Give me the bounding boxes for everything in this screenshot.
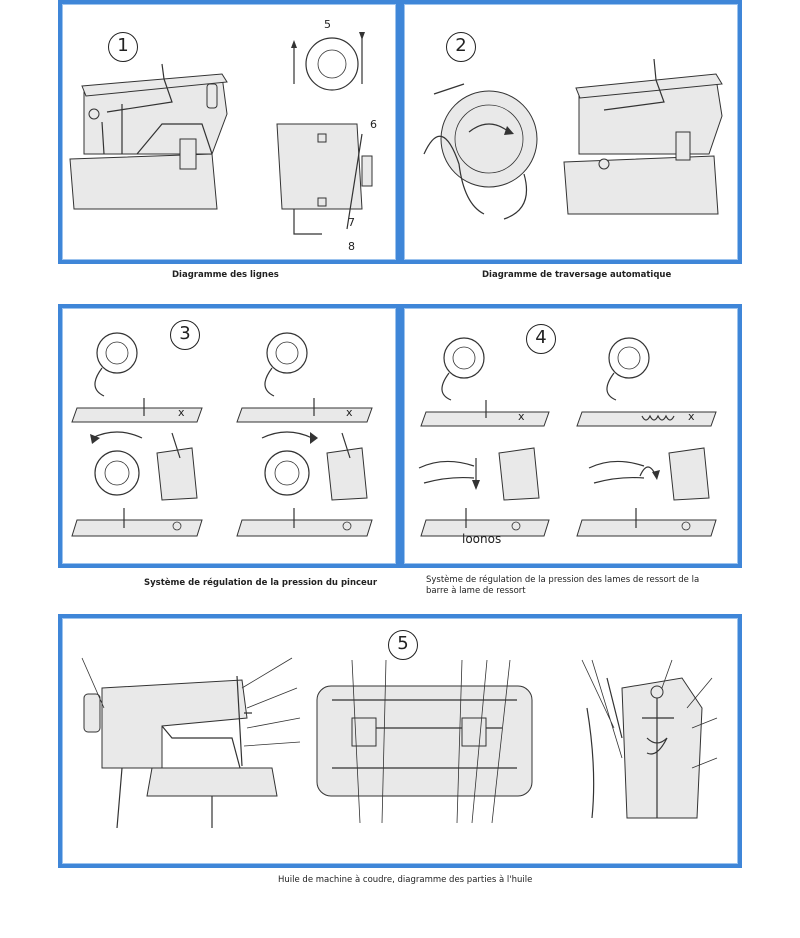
caption-oiling: Huile de machine à coudre, diagramme des…: [278, 875, 533, 885]
x-mark-left: x: [178, 406, 185, 419]
fabric-top-right: [236, 398, 373, 423]
fabric-row-bottom: [420, 508, 717, 537]
bobbin-case-left: [441, 337, 485, 401]
hand-turning-wheel-drawing: [423, 83, 538, 220]
x-mark-right: x: [346, 406, 353, 419]
caption-threading: Diagramme des lignes: [172, 270, 279, 280]
panel-oiling-diagram: 5: [58, 614, 742, 868]
spring-blade-illustration: [418, 337, 717, 537]
step-label-5: 5: [324, 18, 331, 31]
step-number-5: 5: [388, 630, 418, 660]
adjust-right: [261, 431, 368, 501]
panel-text-label: loonos: [462, 532, 502, 546]
needle-bar-drawing: [276, 123, 373, 235]
hand-adjust-left: [418, 447, 540, 501]
step-label-6: 6: [370, 118, 377, 131]
step-label-7: 7: [348, 216, 355, 229]
caption-presser-pressure: Système de régulation de la pression du …: [144, 578, 378, 588]
oiling-illustration: [81, 657, 718, 829]
step-label-8: 8: [348, 240, 355, 253]
x-mark-right-4: x: [688, 410, 695, 423]
machine-underside-view: [316, 659, 533, 824]
hand-adjust-right: [588, 447, 710, 501]
step-number-4: 4: [526, 324, 556, 354]
sewing-machine-drawing-2: [563, 58, 723, 215]
adjust-left: [90, 431, 198, 501]
panel-spring-blade-pressure: 4: [400, 304, 742, 568]
caption-auto-threading: Diagramme de traversage automatique: [482, 270, 672, 280]
presser-pressure-illustration: [71, 332, 373, 537]
threading-illustration: [69, 32, 373, 235]
bobbin-case-right: [606, 337, 650, 401]
fabric-row-top: [420, 400, 717, 427]
bobbin-case-top-left: [94, 332, 138, 397]
needle-bar-mechanism-view: [581, 659, 718, 819]
machine-side-view: [81, 657, 301, 829]
bobbin-winder-drawing: [291, 32, 365, 91]
x-mark-left-4: x: [518, 410, 525, 423]
panel-auto-threading-diagram: 2: [400, 0, 742, 264]
fabric-top-left: [71, 398, 203, 423]
step-number-3: 3: [170, 320, 200, 350]
sewing-machine-drawing: [69, 63, 228, 210]
step-number-1: 1: [108, 32, 138, 62]
fabric-bottom-right: [236, 508, 373, 537]
fabric-bottom-left: [71, 508, 203, 537]
bobbin-case-top-right: [264, 332, 308, 397]
panel-threading-diagram: 1 5 6 7: [58, 0, 400, 264]
step-number-2: 2: [446, 32, 476, 62]
auto-threading-illustration: [423, 58, 723, 220]
panel-presser-pressure: 3: [58, 304, 400, 568]
caption-spring-blade-pressure: Système de régulation de la pression des…: [426, 575, 700, 596]
